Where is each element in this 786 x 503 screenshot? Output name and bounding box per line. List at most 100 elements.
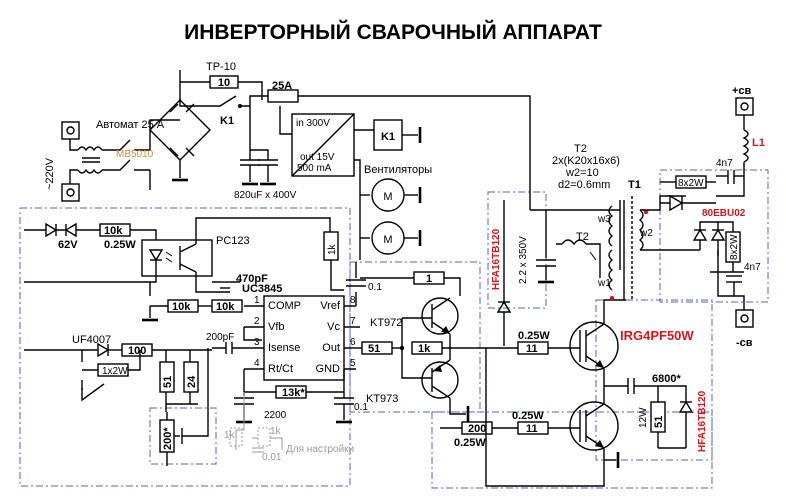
pin-num-8: 8 — [350, 295, 356, 306]
output-section: +св L1 4n7 8x2W 80EBU02 8x2W 4n7 — [660, 85, 765, 349]
gate-r2-power: 0.25W — [512, 410, 544, 422]
tp-value: 10 — [218, 77, 230, 89]
rt-resistor-label: 13k* — [282, 387, 305, 399]
winding-w1: w1 — [597, 278, 611, 289]
mains-voltage-label: ~220V — [44, 157, 56, 190]
transformer-name: T2 — [574, 143, 587, 155]
gate-r1-power: 0.25W — [518, 330, 550, 342]
transformer-d2: d2=0.6mm — [558, 179, 610, 191]
fan-motor-2-symbol: M — [383, 234, 392, 246]
controller-chip: UC3845 COMP Vfb Isense Rt/Ct Vref Vc Out… — [142, 262, 382, 463]
bridge-label: MB5010 — [116, 149, 154, 160]
bulk-caps-label: 820uF x 400V — [234, 190, 297, 201]
current-sense: UF4007 100 1x2W 51 24 200* — [24, 334, 212, 466]
snubber-r51: 51 — [653, 416, 665, 428]
tp-label: TP-10 — [206, 61, 236, 73]
pin-num-2: 2 — [254, 316, 260, 327]
snubber-r-power: 12W — [638, 407, 649, 428]
aux-psu: in 300V out 15V 500 mA K1 Вентиляторы M … — [279, 106, 432, 260]
sense-r100: 100 — [128, 345, 146, 357]
winding-w3: w3 — [597, 214, 611, 225]
transformer-w2: w2=10 — [565, 167, 599, 179]
adjust-r1-label: 1k — [224, 430, 236, 441]
pin-out: Out — [322, 342, 340, 354]
output-cap-bottom: 4n7 — [744, 262, 761, 273]
gate-r1: 11 — [526, 343, 538, 355]
snubber-cap-label: 6800* — [652, 373, 681, 385]
output-choke-label: L1 — [752, 137, 765, 149]
driver-r1: 1 — [426, 273, 432, 285]
choke-label: T2 — [576, 231, 589, 243]
output-r-top: 8x2W — [678, 178, 704, 189]
pin-num-7: 7 — [350, 316, 356, 327]
pin-vref: Vref — [320, 300, 341, 312]
driver-transistor-bottom: KT973 — [366, 393, 398, 405]
zener-label: 62V — [58, 239, 78, 251]
driver-r200-power: 0.25W — [454, 437, 486, 449]
transformer-section: T2 2x(K20x16x6) w2=10 d2=0.6mm T1 T2 w3 … — [530, 143, 686, 301]
diode-uf4007-label: UF4007 — [72, 334, 111, 346]
output-r-bottom: 8x2W — [729, 234, 740, 260]
output-minus-label: -св — [736, 337, 753, 349]
fan-motor-1-symbol: M — [383, 191, 392, 203]
igbt-label: IRG4PF50W — [620, 328, 694, 343]
relay-contact-label: K1 — [220, 115, 234, 127]
optocoupler-label: PC123 — [216, 235, 250, 247]
sense-r24: 24 — [186, 375, 198, 388]
pin-num-6: 6 — [350, 337, 356, 348]
pin-num-5: 5 — [350, 358, 356, 369]
winding-w2: w2 — [639, 228, 653, 239]
feedback-section: 62V 10k 0.25W PC123 1k 470pF — [24, 217, 344, 293]
psu-current-label: 500 mA — [297, 163, 332, 174]
adjust-note: Для настройки — [286, 444, 354, 455]
transformer-core: 2x(K20x16x6) — [552, 155, 620, 167]
ct-cap-label: 2200 — [264, 410, 287, 421]
sense-r51: 51 — [162, 376, 174, 388]
bus-caps-label: 2.2 x 350V — [518, 236, 529, 284]
main-transformer-label: T1 — [628, 179, 641, 191]
driver-transistor-top: KT972 — [370, 317, 402, 329]
pin-vc: Vc — [327, 321, 340, 333]
sense-trimmer: 200* — [162, 427, 174, 450]
pin-num-1: 1 — [254, 295, 260, 306]
cap-470pf-label: 470pF — [236, 273, 268, 285]
comp-resistor-2: 10k — [216, 301, 235, 313]
fuse-label: 25A — [272, 80, 292, 92]
feedback-resistor-value: 10k — [104, 225, 123, 237]
pin-num-3: 3 — [254, 337, 260, 348]
feedback-resistor-power: 0.25W — [104, 239, 136, 251]
output-cap-top: 4n7 — [716, 158, 733, 169]
output-diodes-label: 80EBU02 — [702, 208, 746, 219]
pin-isense: Isense — [268, 342, 300, 354]
pin-comp: COMP — [268, 300, 301, 312]
vc-cap-label: 0.1 — [354, 402, 368, 413]
adjust-cap-label: 0.01 — [262, 452, 282, 463]
psu-in-label: in 300V — [296, 118, 330, 129]
power-stage: HFA16TB120 2.2 x 350V 0.25W 11 0.25W 200… — [440, 200, 708, 487]
driver-r200: 200 — [468, 423, 486, 435]
pin-vfb: Vfb — [268, 321, 285, 333]
cap-200pf-label: 200pF — [206, 332, 234, 343]
snubber-diode-label: HFA16TB120 — [697, 390, 708, 452]
driver-stage: 1 51 1k KT972 KT973 — [352, 271, 496, 422]
driver-r1k: 1k — [418, 343, 431, 355]
pin-num-4: 4 — [254, 358, 260, 369]
psu-out-label: out 15V — [300, 152, 335, 163]
driver-r51: 51 — [368, 343, 380, 355]
gate-r2: 11 — [526, 423, 538, 435]
fans-label: Вентиляторы — [364, 164, 432, 176]
adjust-r2-label: 1k — [270, 426, 282, 437]
breaker-label: Автомат 25 А — [96, 119, 165, 131]
sense-r1x2w: 1x2W — [102, 366, 128, 377]
vref-cap-label: 0.1 — [368, 282, 382, 293]
output-plus-label: +св — [732, 85, 752, 97]
chip-label: UC3845 — [242, 283, 282, 295]
clamp-diode-label: HFA16TB120 — [491, 228, 502, 290]
pin-gnd: GND — [316, 363, 341, 375]
comp-resistor-1: 10k — [172, 301, 191, 313]
feedback-r1k: 1k — [327, 243, 338, 255]
mains-input: ~220V Автомат 25 А MB5010 TP-10 10 K1 25… — [44, 61, 531, 210]
pin-rtct: Rt/Ct — [268, 363, 293, 375]
diagram-title: ИНВЕРТОРНЫЙ СВАРОЧНЫЙ АППАРАТ — [184, 20, 602, 44]
